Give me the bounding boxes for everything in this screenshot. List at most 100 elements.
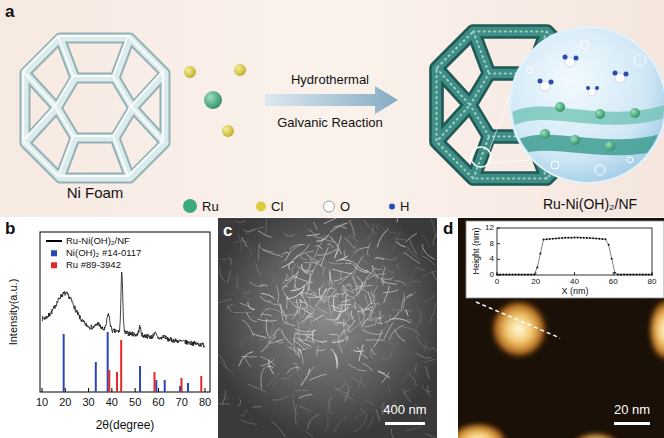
panel-letter: c	[223, 222, 232, 239]
profile-dot	[636, 273, 638, 275]
nanosheet-flake	[403, 327, 420, 336]
nanosheet-flake	[350, 220, 355, 236]
nanosheet-flake	[248, 302, 255, 310]
nanosheet-flake	[363, 220, 377, 234]
tick-label: 20	[531, 278, 540, 286]
legend-sample-box	[46, 249, 62, 257]
legend-text: Ru #89-3942	[66, 260, 121, 270]
nanosheet-flake	[323, 285, 332, 302]
profile-dot	[611, 258, 613, 260]
nanosheet-flake	[292, 380, 312, 387]
nanosheet-flake	[378, 371, 385, 373]
axis-title: Intensity(a.u.)	[8, 279, 19, 346]
nanosheet-flake	[329, 334, 337, 335]
panel-letter: b	[5, 220, 15, 237]
nanosheet-flake	[342, 318, 357, 330]
tick-label: 12	[485, 224, 494, 232]
nanosheet-flake	[371, 291, 375, 298]
nanosheet-flake	[386, 341, 399, 344]
tick-label: 10	[36, 397, 48, 408]
nanosheet-flake	[345, 263, 355, 266]
scale-bar	[614, 422, 650, 425]
profile-dot	[595, 238, 597, 240]
nanosheet-flake	[307, 270, 311, 281]
nanosheet-flake	[277, 281, 279, 287]
nanosheet-flake	[252, 334, 267, 338]
tick-label: 0	[490, 271, 494, 279]
nanosheet-flake	[387, 387, 389, 393]
nanosheet-flake	[377, 224, 380, 230]
nanosheet-flake	[344, 386, 351, 402]
tick-label: 8	[490, 240, 494, 248]
nanosheet-flake	[299, 397, 309, 408]
reference-bar	[63, 334, 65, 392]
nanosheet-flake	[276, 285, 278, 303]
profile-dot	[515, 273, 517, 275]
tick-mark	[158, 388, 159, 392]
height-profile	[496, 237, 653, 276]
profile-dot	[617, 273, 619, 275]
legend-ball	[256, 201, 266, 211]
scale-bar	[385, 422, 425, 425]
nanosheet-flake	[283, 286, 288, 291]
nanosheet-flake	[243, 290, 251, 294]
profile-dot	[502, 273, 504, 275]
nanosheet-flake	[384, 286, 390, 304]
nanosheet-flake	[236, 221, 246, 223]
nanosheet-flake	[226, 304, 234, 309]
nanosheet-flake	[272, 395, 289, 400]
profile-dot	[543, 239, 545, 241]
nanosheet-flake	[294, 334, 297, 355]
nanosheet-flake	[292, 276, 312, 283]
precursor-atoms	[184, 64, 246, 137]
nanosheet-flake	[324, 346, 340, 349]
legend-item: Cl	[255, 200, 283, 213]
nanosheet-flake	[345, 294, 346, 311]
nanosheet-flake	[347, 236, 359, 242]
nanosheet-flake	[343, 318, 354, 330]
nanosheet-flake	[335, 250, 339, 258]
nanosheet-flake	[252, 407, 261, 409]
tick-label: 60	[609, 278, 618, 286]
nanosheet-flake	[367, 243, 370, 255]
nanosheet-flake	[415, 267, 425, 270]
legend-item: Ru	[182, 199, 219, 213]
profile-dot	[651, 273, 653, 275]
nanosheet-flake	[318, 307, 328, 313]
nanosheet-flake	[332, 269, 352, 274]
nanosheet-flake	[237, 275, 239, 290]
nanosheet-flake	[364, 324, 374, 326]
legend-text: Cl	[271, 200, 283, 213]
nanosheet-flake	[383, 242, 389, 246]
nanosheet-flake	[359, 289, 369, 294]
nanosheet-flake	[283, 313, 300, 315]
xrd-curve	[42, 272, 205, 347]
nanosheet-flake	[363, 330, 383, 334]
legend-sample-box	[46, 261, 62, 269]
nanosheet-flake	[300, 307, 305, 319]
tick-mark	[42, 388, 43, 392]
nanosheet-flake	[255, 263, 260, 276]
profile-dot	[558, 237, 560, 239]
tick-mark	[65, 388, 66, 392]
profile-dot	[623, 273, 625, 275]
nanosheet-flake	[260, 356, 275, 366]
nanosheet-flake	[307, 414, 319, 429]
legend-ball	[323, 200, 335, 212]
nanosheet-flake	[336, 357, 339, 365]
nanosheet-flake	[271, 275, 275, 284]
nanosheet-flake	[415, 364, 417, 374]
nanosheet-flake	[352, 273, 358, 287]
nanosheet-flake	[352, 246, 353, 266]
nanosheet-flake	[260, 296, 270, 302]
profile-dot	[518, 273, 520, 275]
nanosheet-flake	[302, 264, 308, 273]
xrd-curve	[42, 272, 205, 347]
nanosheet-flake	[409, 238, 417, 255]
nanosheet-flake	[354, 412, 366, 421]
reference-bar	[108, 370, 110, 392]
nanosheet-flake	[425, 434, 437, 438]
nanosheet-flake	[272, 421, 285, 436]
nanosheet-flake	[345, 368, 366, 369]
